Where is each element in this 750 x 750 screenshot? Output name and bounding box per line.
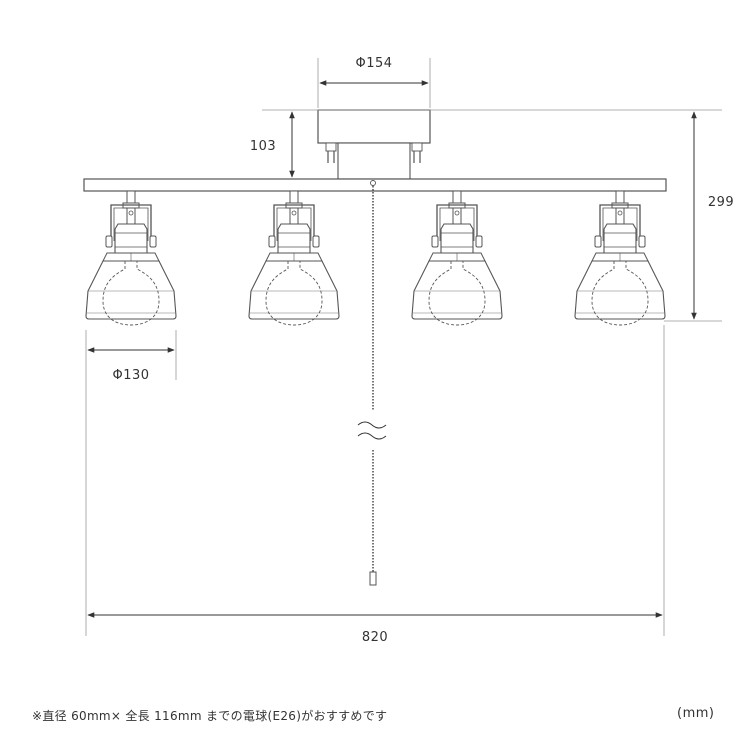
total-height-label: 299: [708, 195, 734, 210]
shade-diameter-label: Φ130: [112, 368, 149, 383]
spotlight-2: [248, 190, 340, 326]
dimension-lines: [87, 80, 697, 618]
pull-chain: [357, 180, 387, 586]
total-width-label: 820: [362, 630, 388, 645]
base-diameter-label: Φ154: [355, 56, 392, 71]
bulb-recommendation-note: ※直径 60mm× 全長 116mm までの電球(E26)がおすすめです: [32, 709, 388, 723]
spotlight-1: [85, 190, 177, 326]
unit-label: (mm): [677, 706, 715, 721]
spotlight-4: [574, 190, 666, 326]
base-height-label: 103: [250, 139, 276, 154]
spotlight-3: [411, 190, 503, 326]
ceiling-canopy: [317, 109, 431, 180]
extension-lines: [85, 58, 722, 636]
